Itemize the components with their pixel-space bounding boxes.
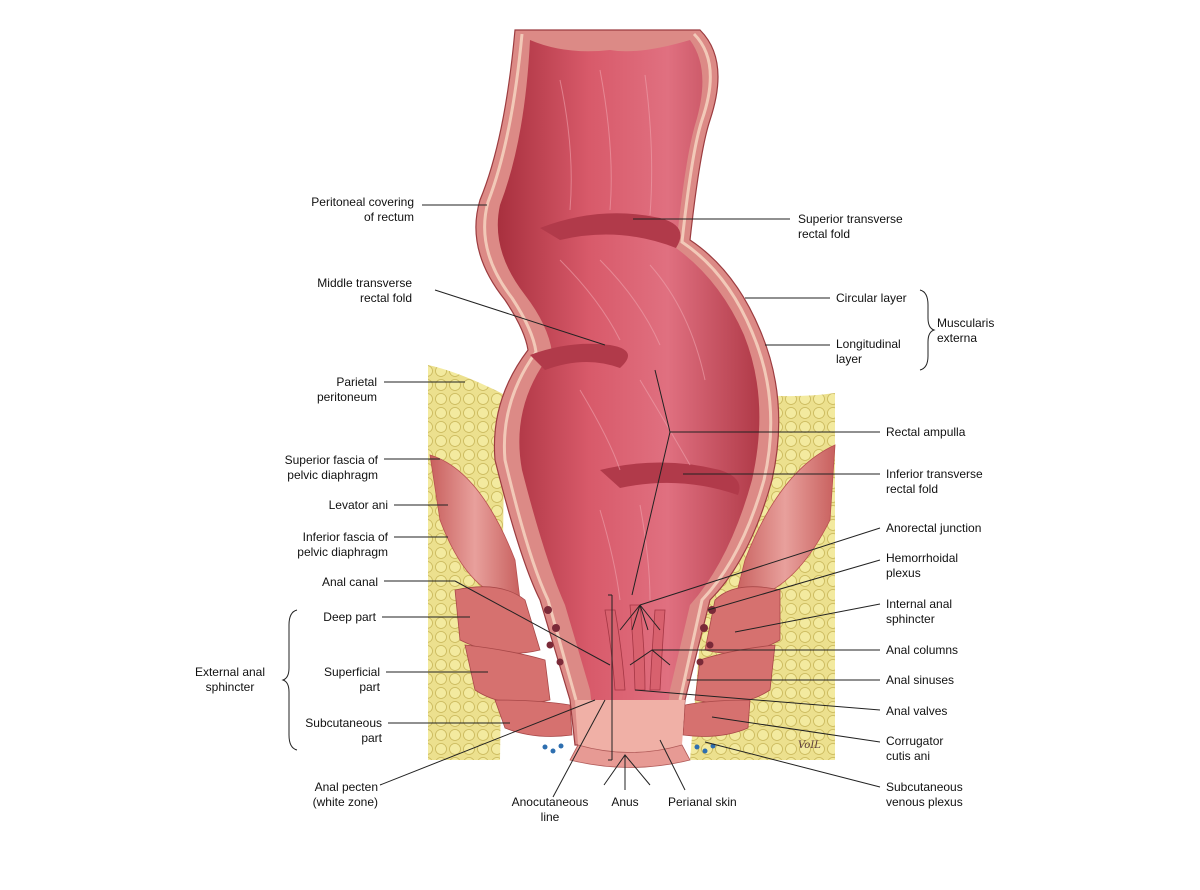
label-anus: Anus <box>611 795 639 809</box>
superior-fold-shape <box>540 213 681 248</box>
label-inferior-fascia: Inferior fascia of pelvic diaphragm <box>297 530 388 559</box>
mucosal-striations <box>559 69 706 601</box>
label-superficial-part: Superficial part <box>323 665 380 694</box>
anal-pecten-zone <box>575 700 685 753</box>
label-circular-layer: Circular layer <box>836 291 907 305</box>
label-muscularis-externa: Muscularis externa <box>937 316 995 345</box>
label-superior-fascia: Superior fascia of pelvic diaphragm <box>284 453 378 482</box>
label-subcutaneous-venous-plexus: Subcutaneous venous plexus <box>886 780 963 809</box>
label-anal-valves: Anal valves <box>886 704 948 718</box>
levator-ani-right <box>734 444 836 601</box>
middle-fold-shape <box>530 343 628 370</box>
label-levator-ani: Levator ani <box>328 498 388 512</box>
label-anal-sinuses: Anal sinuses <box>886 673 955 687</box>
external-sphincter-subcut-right <box>682 699 751 737</box>
label-peritoneal-covering: Peritoneal covering of rectum <box>311 195 414 224</box>
label-inferior-transverse-fold: Inferior transverse rectal fold <box>886 467 983 496</box>
inferior-fold-shape <box>600 462 740 495</box>
label-subcutaneous-part: Subcutaneous part <box>305 716 382 745</box>
label-anorectal-junction: Anorectal junction <box>886 521 982 535</box>
label-rectal-ampulla: Rectal ampulla <box>886 425 966 439</box>
label-internal-anal-sphincter: Internal anal sphincter <box>886 597 953 626</box>
label-external-anal-sphincter: External anal sphincter <box>194 665 266 694</box>
external-anal-sphincter-brace <box>281 609 298 751</box>
longitudinal-layer-band <box>483 32 773 701</box>
label-anal-columns: Anal columns <box>886 643 959 657</box>
leader-lines <box>379 204 881 798</box>
subcutaneous-venous-plexus-vessels <box>542 743 716 754</box>
levator-ani-left <box>429 454 521 601</box>
label-corrugator-cutis-ani: Corrugator cutis ani <box>886 734 944 763</box>
anal-columns <box>604 604 666 691</box>
label-middle-transverse-fold: Middle transverse rectal fold <box>317 276 412 305</box>
label-parietal-peritoneum: Parietal peritoneum <box>316 375 377 404</box>
label-anal-pecten: Anal pecten (white zone) <box>312 780 378 809</box>
perianal-skin <box>569 744 691 768</box>
hemorrhoidal-plexus-vessels <box>544 606 716 666</box>
external-sphincter-subcut-left <box>494 699 573 737</box>
label-longitudinal-layer: Longitudinal layer <box>836 337 901 366</box>
muscularis-externa-brace <box>919 289 936 371</box>
label-perianal-skin: Perianal skin <box>668 795 737 809</box>
label-deep-part: Deep part <box>323 610 376 624</box>
label-anocutaneous-line: Anocutaneous line <box>511 795 589 824</box>
artist-signature: VoIL <box>798 740 821 751</box>
label-hemorrhoidal-plexus: Hemorrhoidal plexus <box>886 551 959 580</box>
label-anal-canal: Anal canal <box>321 575 378 589</box>
external-sphincter-superficial-right <box>694 644 776 704</box>
rectal-lumen-mucosa <box>497 40 760 735</box>
label-superior-transverse-fold: Superior transverse rectal fold <box>798 212 903 241</box>
external-sphincter-superficial-left <box>464 644 551 704</box>
